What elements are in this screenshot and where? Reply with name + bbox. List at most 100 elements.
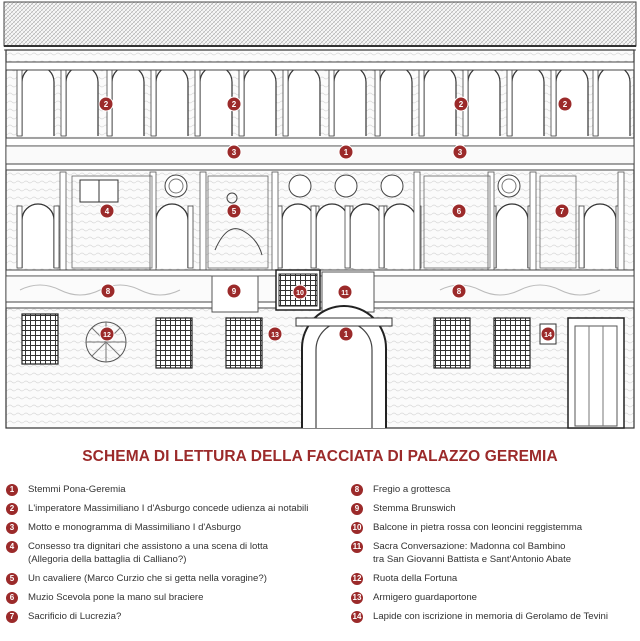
pilaster <box>149 171 157 271</box>
legend-number-badge: 12 <box>351 572 363 585</box>
legend-text: Stemmi Pona-Geremia <box>28 484 126 495</box>
marker-label: 2 <box>459 100 464 109</box>
marker-label: 8 <box>106 287 111 296</box>
fresco-panel-5 <box>207 175 269 269</box>
column <box>550 69 557 137</box>
pilaster <box>617 171 625 271</box>
ground-window <box>433 317 471 369</box>
marker-2: 2 <box>98 96 114 112</box>
window-arch <box>495 203 529 268</box>
legend-text: Muzio Scevola pone la mano sul braciere <box>28 591 204 603</box>
legend-text: Consesso tra dignitari che assistono a u… <box>28 541 268 552</box>
column <box>578 205 585 269</box>
column <box>16 69 23 137</box>
marker-2: 2 <box>226 96 242 112</box>
marker-label: 3 <box>458 148 463 157</box>
legend-number-badge: 2 <box>6 503 18 515</box>
fresco-panel-6 <box>423 175 491 269</box>
pilaster <box>199 171 207 271</box>
window-arch <box>281 203 315 268</box>
upper-cornice <box>5 137 635 171</box>
marker-11: 11 <box>337 284 353 300</box>
legend-number-badge: 1 <box>6 484 18 496</box>
window-arch <box>155 203 189 268</box>
roof <box>3 1 637 51</box>
upper-loggia <box>5 61 635 137</box>
marker-2: 2 <box>453 96 469 112</box>
marker-label: 2 <box>232 100 237 109</box>
loggia-arch <box>511 65 545 136</box>
window-arch <box>349 203 383 268</box>
diagram-title: SCHEMA DI LETTURA DELLA FACCIATA DI PALA… <box>82 448 558 465</box>
marker-label: 3 <box>232 148 237 157</box>
legend-number-badge: 4 <box>6 541 18 553</box>
legend-number-badge: 7 <box>6 610 18 623</box>
column <box>53 205 60 269</box>
marker-12: 12 <box>99 326 115 342</box>
loggia-arch <box>243 65 277 136</box>
loggia-arch <box>21 65 55 136</box>
window-arch <box>315 203 349 268</box>
marker-label: 11 <box>341 290 349 297</box>
column <box>60 69 67 137</box>
legend-text: Sacrificio di Lucrezia? <box>28 610 122 622</box>
legend-number-badge: 6 <box>6 591 18 604</box>
marker-label: 4 <box>105 207 110 216</box>
legend-text: Sacra Conversazione: Madonna col Bambino <box>373 541 566 552</box>
legend-number-badge: 9 <box>351 503 363 515</box>
loggia-arch <box>65 65 99 136</box>
pilaster <box>271 171 279 271</box>
marker-14: 14 <box>540 326 556 342</box>
legend-text: Stemma Brunswich <box>373 503 456 514</box>
column <box>344 205 351 269</box>
legend-number-badge: 11 <box>351 541 363 553</box>
marker-4: 4 <box>99 203 115 219</box>
marker-label: 13 <box>271 332 279 339</box>
legend-text: Lapide con iscrizione in memoria di Gero… <box>373 610 608 622</box>
marker-5: 5 <box>226 203 242 219</box>
marker-label: 8 <box>457 287 462 296</box>
fresco-panels <box>71 174 577 269</box>
balcony-area <box>211 269 375 313</box>
column <box>328 69 335 137</box>
legend-item: 6 Muzio Scevola pone la mano sul braciere <box>6 591 326 605</box>
legend-item: 4 Consesso tra dignitari che assistono a … <box>6 541 326 566</box>
marker-label: 9 <box>232 287 237 296</box>
marker-label: 7 <box>560 207 565 216</box>
column <box>282 69 289 137</box>
legend-text: Motto e monogramma di Massimiliano I d'A… <box>28 522 241 533</box>
loggia-arch <box>155 65 189 136</box>
marker-1: 1 <box>338 144 354 160</box>
marker-2: 2 <box>557 96 573 112</box>
column <box>378 205 385 269</box>
column <box>592 69 599 137</box>
legend-text: Ruota della Fortuna <box>373 572 458 584</box>
marker-label: 1 <box>344 148 349 157</box>
legend-item: 12 Ruota della Fortuna <box>351 572 637 586</box>
legend-text: Balcone in pietra rossa con leoncini reg… <box>373 522 583 533</box>
marker-label: 10 <box>296 290 304 297</box>
legend-number-badge: 3 <box>6 522 18 534</box>
legend-text: Un cavaliere (Marco Curzio che si getta … <box>28 572 267 584</box>
ground-window <box>155 317 193 369</box>
marker-1: 1 <box>338 326 354 342</box>
legend-text: Armigero guardaportone <box>373 591 477 603</box>
window-arch <box>383 203 417 268</box>
marker-8: 8 <box>451 283 467 299</box>
loggia-arch <box>333 65 367 136</box>
marker-label: 5 <box>232 207 237 216</box>
fresco-panel-4 <box>71 175 153 269</box>
marker-6: 6 <box>451 203 467 219</box>
column <box>194 69 201 137</box>
ground-window <box>493 317 531 369</box>
pilaster <box>59 171 67 271</box>
pilaster <box>529 171 537 271</box>
legend-text: Fregio a grottesca <box>373 484 451 495</box>
column <box>506 69 513 137</box>
legend-text: tra San Giovanni Battista e Sant'Antonio… <box>373 553 572 565</box>
window-arch <box>583 203 617 268</box>
marker-label: 6 <box>457 207 462 216</box>
legend-item: 1 Stemmi Pona-Geremia <box>6 484 326 497</box>
